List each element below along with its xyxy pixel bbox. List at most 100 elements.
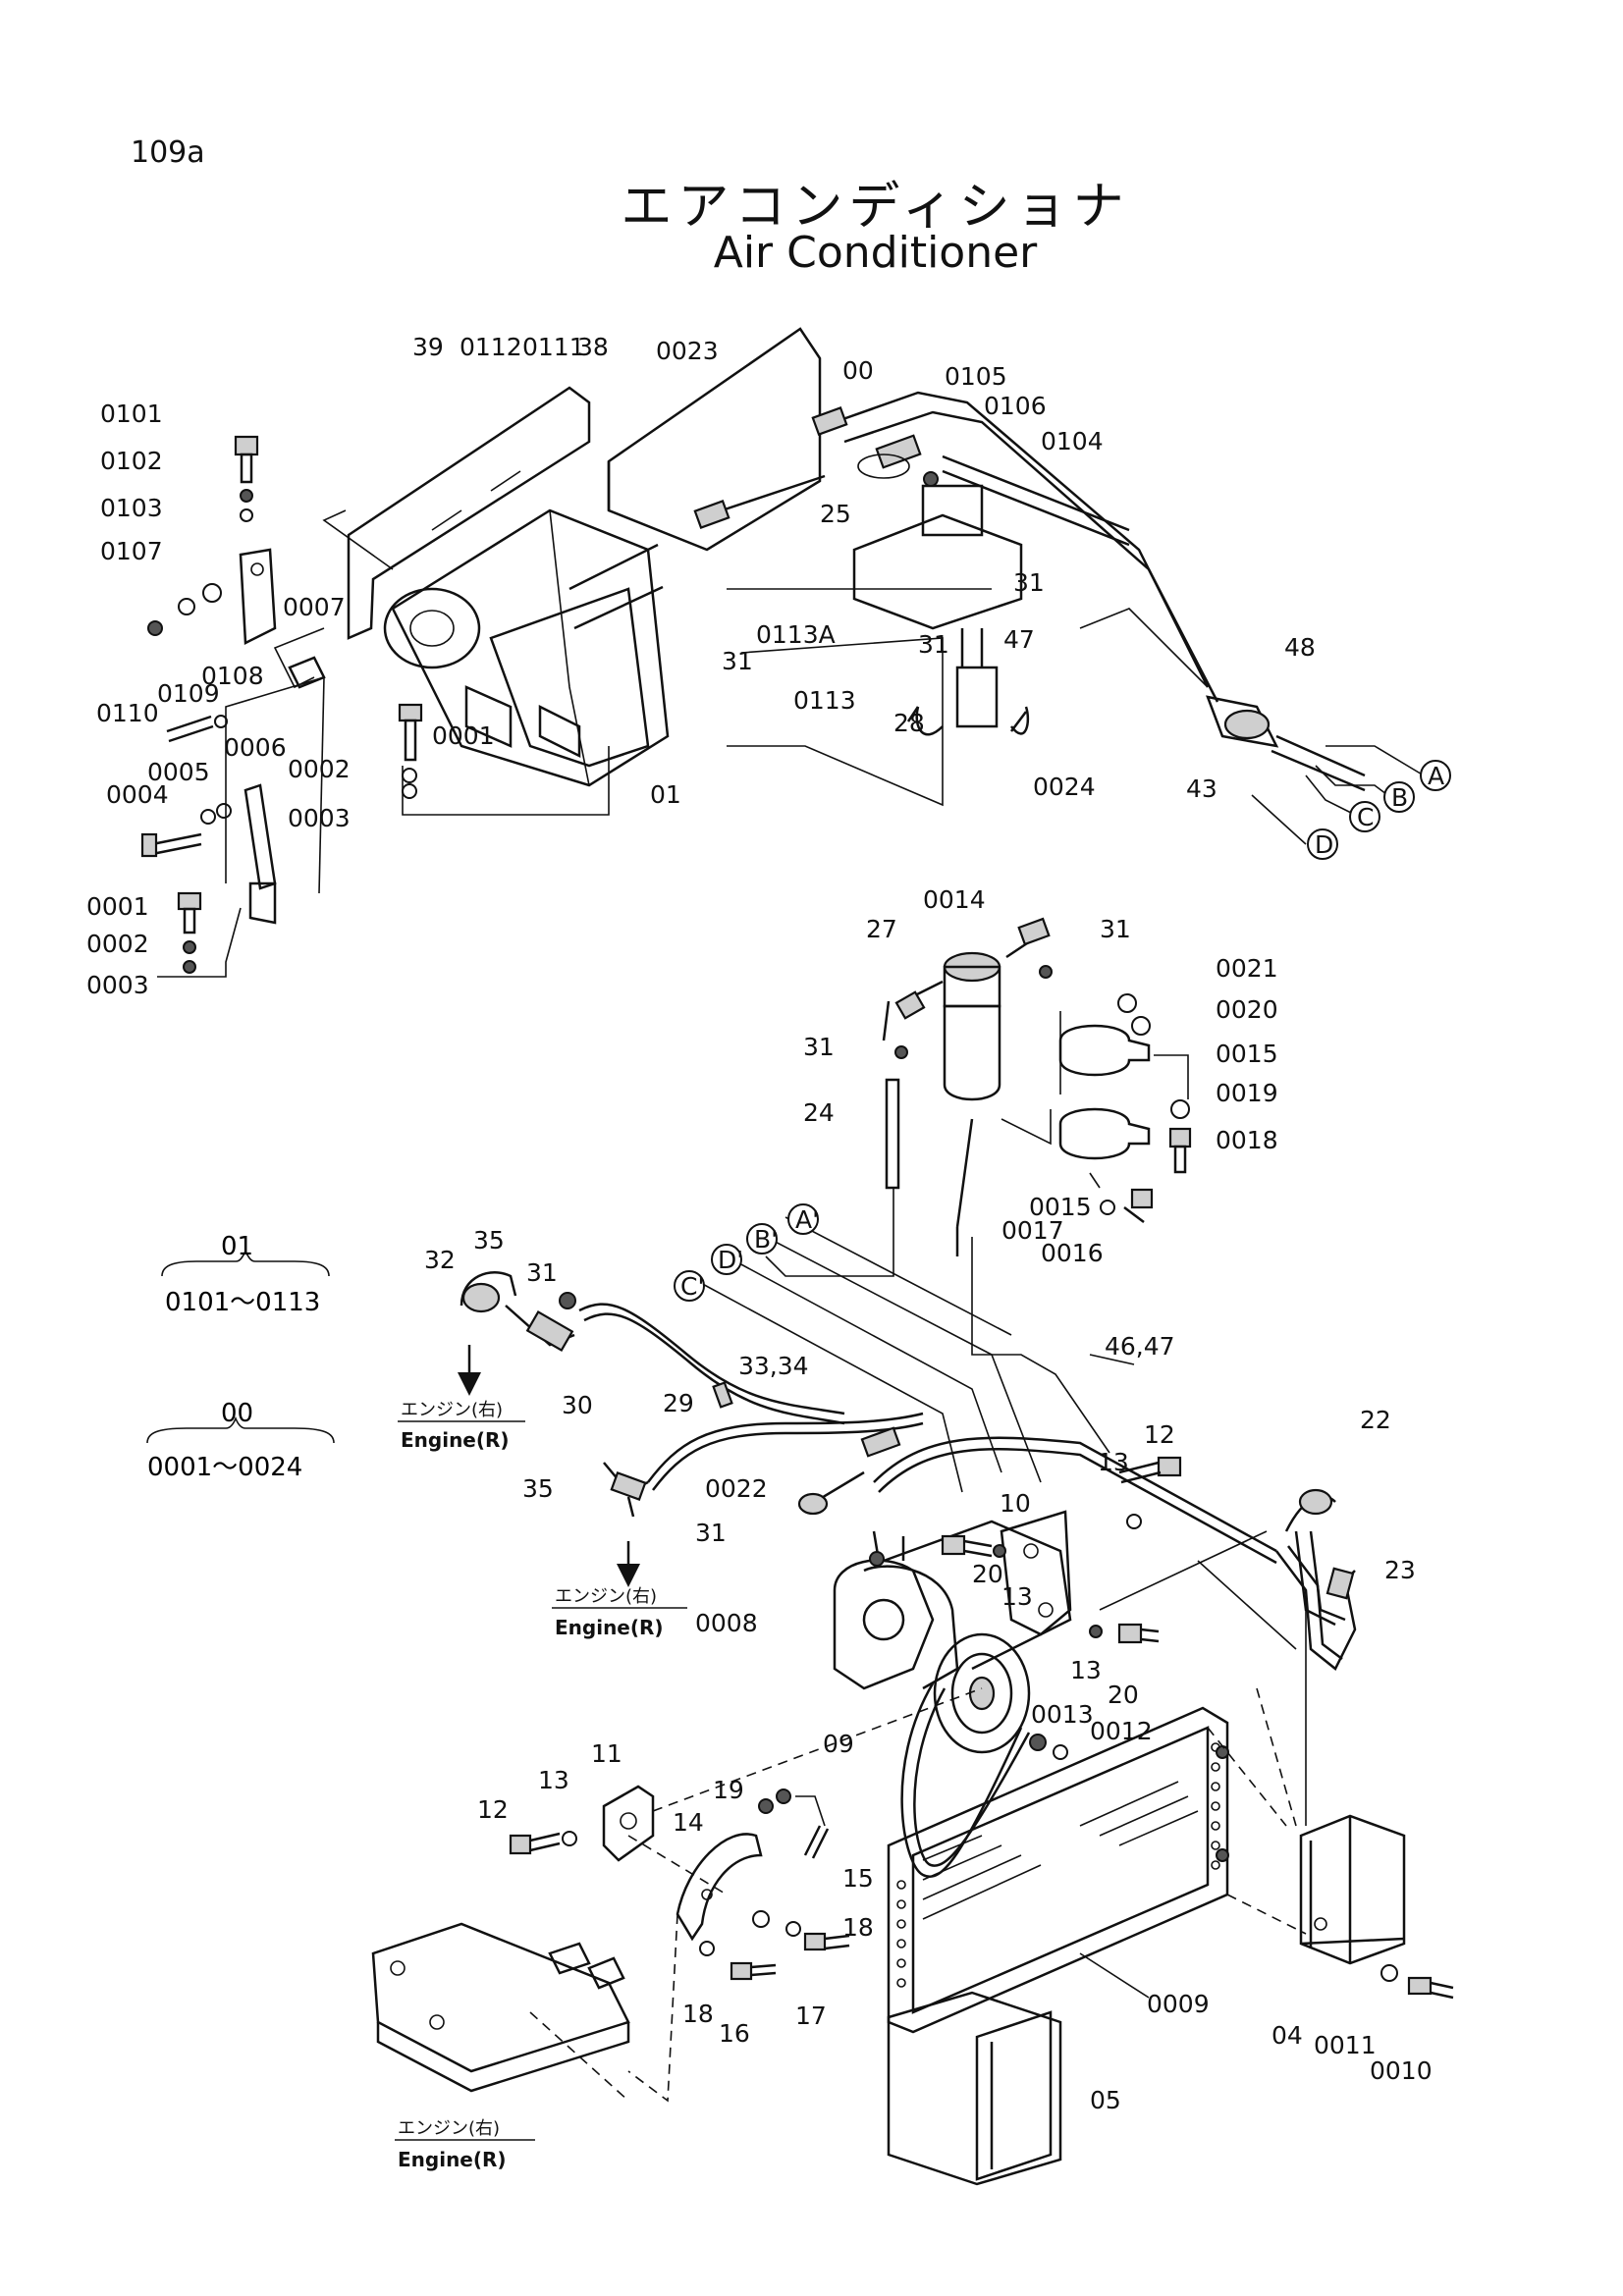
label-19: 19 bbox=[713, 1776, 744, 1804]
label-0113A: 0113A bbox=[756, 620, 836, 649]
label-0009: 0009 bbox=[1147, 1990, 1210, 2018]
engine-note-dividers bbox=[395, 1420, 687, 2141]
group-00-range: 0001～0024 bbox=[147, 1453, 302, 1482]
group-00-top: 00 bbox=[221, 1399, 253, 1428]
label-0018: 0018 bbox=[1216, 1126, 1278, 1154]
label-0022: 0022 bbox=[705, 1474, 768, 1503]
label-31g: 31 bbox=[695, 1519, 727, 1547]
label-31c: 31 bbox=[722, 647, 753, 675]
label-0014: 0014 bbox=[923, 885, 986, 914]
label-0013: 0013 bbox=[1031, 1700, 1094, 1729]
label-13c: 13 bbox=[1070, 1656, 1102, 1684]
label-0109: 0109 bbox=[157, 679, 220, 708]
label-circle-d2: D' bbox=[718, 1246, 743, 1274]
label-0019: 0019 bbox=[1216, 1079, 1278, 1107]
hardware-top-left bbox=[140, 435, 423, 974]
engine-note-2-en: Engine(R) bbox=[555, 1616, 664, 1639]
ref-circles bbox=[674, 760, 1451, 1302]
label-0107: 0107 bbox=[100, 537, 163, 565]
label-0015b: 0015 bbox=[1029, 1193, 1092, 1221]
label-00: 00 bbox=[842, 356, 874, 385]
label-circle-b2: B' bbox=[754, 1225, 778, 1254]
condenser-drawing bbox=[887, 1610, 1454, 2186]
label-14: 14 bbox=[673, 1808, 704, 1837]
label-0010: 0010 bbox=[1370, 2056, 1433, 2085]
label-0111: 0111 bbox=[522, 333, 585, 361]
label-0104: 0104 bbox=[1041, 427, 1104, 455]
label-0016: 0016 bbox=[1041, 1239, 1104, 1267]
label-0011: 0011 bbox=[1314, 2031, 1377, 2059]
label-0113: 0113 bbox=[793, 686, 856, 715]
label-0102: 0102 bbox=[100, 447, 163, 475]
label-0005: 0005 bbox=[147, 758, 210, 786]
group-ranges: 01 0101～0113 00 0001～0024 bbox=[147, 1232, 320, 1482]
label-27: 27 bbox=[866, 915, 897, 943]
compressor-drawing bbox=[833, 1436, 1346, 1878]
label-circle-b: B bbox=[1391, 783, 1408, 812]
title-japanese: エアコンディショナ bbox=[621, 178, 1130, 237]
label-28: 28 bbox=[893, 709, 925, 737]
label-0024: 0024 bbox=[1033, 773, 1096, 801]
engine-note-2-jp: エンジン(右) bbox=[555, 1586, 657, 1607]
label-circle-d: D bbox=[1315, 830, 1333, 859]
label-0106: 0106 bbox=[984, 392, 1047, 420]
label-circle-c2: C' bbox=[680, 1272, 704, 1301]
label-33-34: 33,34 bbox=[738, 1352, 809, 1380]
label-17: 17 bbox=[795, 2002, 827, 2030]
label-13a: 13 bbox=[1098, 1448, 1129, 1476]
label-32: 32 bbox=[424, 1246, 456, 1274]
label-18a: 18 bbox=[842, 1913, 874, 1942]
title-english: Air Conditioner bbox=[713, 228, 1038, 278]
label-48: 48 bbox=[1284, 633, 1316, 662]
label-31e: 31 bbox=[803, 1033, 835, 1061]
label-0017: 0017 bbox=[1001, 1216, 1064, 1245]
label-0020: 0020 bbox=[1216, 995, 1278, 1024]
engine-note-3-en: Engine(R) bbox=[398, 2148, 507, 2171]
engine-note-1-en: Engine(R) bbox=[401, 1428, 510, 1452]
label-0112: 0112 bbox=[460, 333, 522, 361]
engine-note-1-jp: エンジン(右) bbox=[401, 1400, 503, 1420]
label-43: 43 bbox=[1186, 774, 1217, 803]
label-0002a: 0002 bbox=[288, 755, 351, 783]
label-0003b: 0003 bbox=[86, 971, 149, 999]
top-piping bbox=[693, 391, 1366, 792]
label-0021: 0021 bbox=[1216, 954, 1278, 983]
label-24: 24 bbox=[803, 1098, 835, 1127]
label-15: 15 bbox=[842, 1864, 874, 1893]
label-12a: 12 bbox=[1144, 1420, 1175, 1449]
engine-notes: エンジン(右) Engine(R) エンジン(右) Engine(R) エンジン… bbox=[398, 1400, 664, 2171]
label-0006: 0006 bbox=[224, 733, 287, 762]
label-0012: 0012 bbox=[1090, 1717, 1153, 1745]
page-number: 109a bbox=[131, 135, 205, 170]
label-0105: 0105 bbox=[945, 362, 1007, 391]
evaporator-unit-drawing bbox=[239, 327, 822, 787]
label-0003a: 0003 bbox=[288, 804, 351, 832]
label-31d: 31 bbox=[1100, 915, 1131, 943]
label-circle-a: A bbox=[1428, 762, 1444, 790]
label-circle-a2: A' bbox=[795, 1205, 819, 1234]
label-0008: 0008 bbox=[695, 1609, 758, 1637]
group-01-top: 01 bbox=[221, 1232, 253, 1261]
label-13b: 13 bbox=[1001, 1582, 1033, 1611]
label-0007: 0007 bbox=[283, 593, 346, 621]
label-25: 25 bbox=[820, 500, 851, 528]
label-0101: 0101 bbox=[100, 400, 163, 428]
label-30: 30 bbox=[562, 1391, 593, 1419]
label-0023: 0023 bbox=[656, 337, 719, 365]
label-35a: 35 bbox=[473, 1226, 505, 1255]
leader-lines-top bbox=[157, 509, 1425, 978]
pipe-23-drawing bbox=[1099, 1488, 1357, 1671]
label-0001b: 0001 bbox=[86, 892, 149, 921]
label-35b: 35 bbox=[522, 1474, 554, 1503]
group-braces bbox=[146, 1250, 335, 1444]
label-20a: 20 bbox=[972, 1560, 1003, 1588]
label-39: 39 bbox=[412, 333, 444, 361]
label-47a: 47 bbox=[1003, 625, 1035, 654]
part-labels: 39 0112 0111 38 0023 00 0105 0106 0104 0… bbox=[86, 333, 1444, 2114]
label-46-47: 46,47 bbox=[1105, 1332, 1175, 1361]
label-18b: 18 bbox=[682, 2000, 714, 2028]
group-01-range: 0101～0113 bbox=[165, 1288, 320, 1317]
label-16: 16 bbox=[719, 2019, 750, 2048]
label-23: 23 bbox=[1384, 1556, 1416, 1584]
